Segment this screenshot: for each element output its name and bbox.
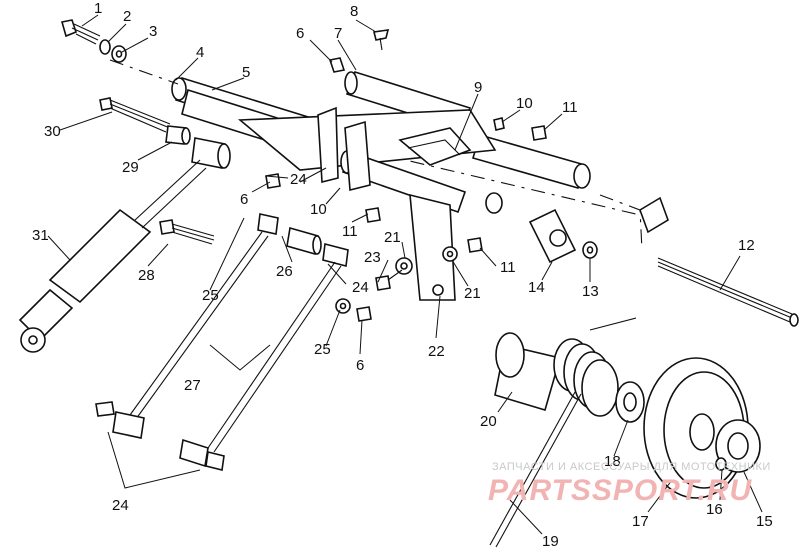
leader-lines [47, 14, 763, 535]
bearing-15 [715, 419, 761, 473]
washer-21-left [395, 257, 413, 275]
callout-30: 30 [44, 123, 61, 140]
callout-10-left: 10 [310, 201, 327, 218]
callout-20: 20 [480, 413, 497, 430]
bolt-23 [375, 269, 403, 291]
spacer-16 [715, 457, 727, 471]
nut-6-bottom [356, 306, 372, 322]
screw-8 [373, 29, 390, 51]
washer-13 [582, 241, 598, 259]
spring-sleeve-20 [494, 332, 562, 411]
callout-25-left: 25 [202, 287, 219, 304]
shock-absorber-31 [18, 159, 207, 353]
adjuster-plate-14 [528, 208, 577, 264]
spring-coil [553, 317, 637, 417]
nut-11-center [365, 207, 483, 253]
callout-17: 17 [632, 513, 649, 530]
callout-11-center: 11 [500, 259, 516, 276]
callout-25-bottom: 25 [314, 341, 331, 358]
callout-8: 8 [350, 3, 358, 20]
callout-29: 29 [122, 159, 139, 176]
callout-10: 10 [516, 95, 533, 112]
callout-19: 19 [542, 533, 559, 550]
callout-6-bottom: 6 [356, 357, 364, 374]
callout-11: 11 [562, 99, 578, 116]
callout-9: 9 [474, 79, 482, 96]
callout-6-left: 6 [240, 191, 248, 208]
callout-24-bottom: 24 [112, 497, 129, 514]
pin-10-top [493, 117, 505, 131]
callout-14: 14 [528, 279, 545, 296]
callout-15: 15 [756, 513, 773, 530]
bracket-right [639, 196, 669, 234]
frame-rails [109, 59, 643, 301]
bolt-28 [159, 219, 215, 245]
callout-13: 13 [582, 283, 599, 300]
callout-24-top: 24 [290, 171, 307, 188]
nut-11-top [531, 125, 547, 141]
callout-18: 18 [604, 453, 621, 470]
callout-16: 16 [706, 501, 723, 518]
callout-12: 12 [738, 237, 755, 254]
callout-26: 26 [276, 263, 293, 280]
callout-21-left: 21 [384, 229, 401, 246]
callout-31: 31 [32, 227, 49, 244]
callout-23: 23 [364, 249, 381, 266]
washer-21-right [442, 246, 458, 262]
bushing-29 [165, 125, 191, 145]
rods-27 [129, 231, 342, 453]
nut-6-top [328, 57, 346, 73]
bolt-30 [99, 97, 171, 133]
callout-28: 28 [138, 267, 155, 284]
watermark-logo: PARTSSPORT.RU [488, 474, 752, 507]
callout-11-left: 11 [342, 223, 358, 240]
callout-27: 27 [184, 377, 201, 394]
bushing-26 [286, 226, 322, 256]
callout-2: 2 [123, 8, 131, 25]
callout-7: 7 [334, 25, 342, 42]
callout-6: 6 [296, 25, 304, 42]
long-bolt-12 [657, 257, 799, 327]
spacer-5 [191, 137, 231, 169]
bolt-1 [60, 19, 101, 45]
spring-arm-19 [489, 391, 582, 548]
callout-5: 5 [242, 64, 250, 81]
lock-washer-2 [99, 39, 111, 55]
bushing-24-center [257, 213, 279, 235]
bushings-24-bottom [95, 401, 225, 471]
watermark-tagline: ЗАПЧАСТИ И АКСЕССУАРЫ ДЛЯ МОТОТЕХНИКИ [492, 461, 771, 473]
bushing-24-right [322, 242, 349, 268]
washer-18 [615, 381, 645, 423]
callout-3: 3 [149, 23, 157, 40]
callout-21-right: 21 [464, 285, 481, 302]
watermark: ЗАПЧАСТИ И АКСЕССУАРЫ ДЛЯ МОТОТЕХНИКИ PA… [488, 461, 771, 507]
callout-1: 1 [94, 0, 102, 17]
washer-3 [111, 45, 127, 63]
callout-numbers: 1 2 3 4 5 6 7 8 6 9 10 11 30 29 24 6 10 … [32, 0, 773, 550]
callout-24-mid: 24 [352, 279, 369, 296]
callout-22: 22 [428, 343, 445, 360]
washer-25 [335, 298, 351, 314]
callout-4: 4 [196, 44, 204, 61]
